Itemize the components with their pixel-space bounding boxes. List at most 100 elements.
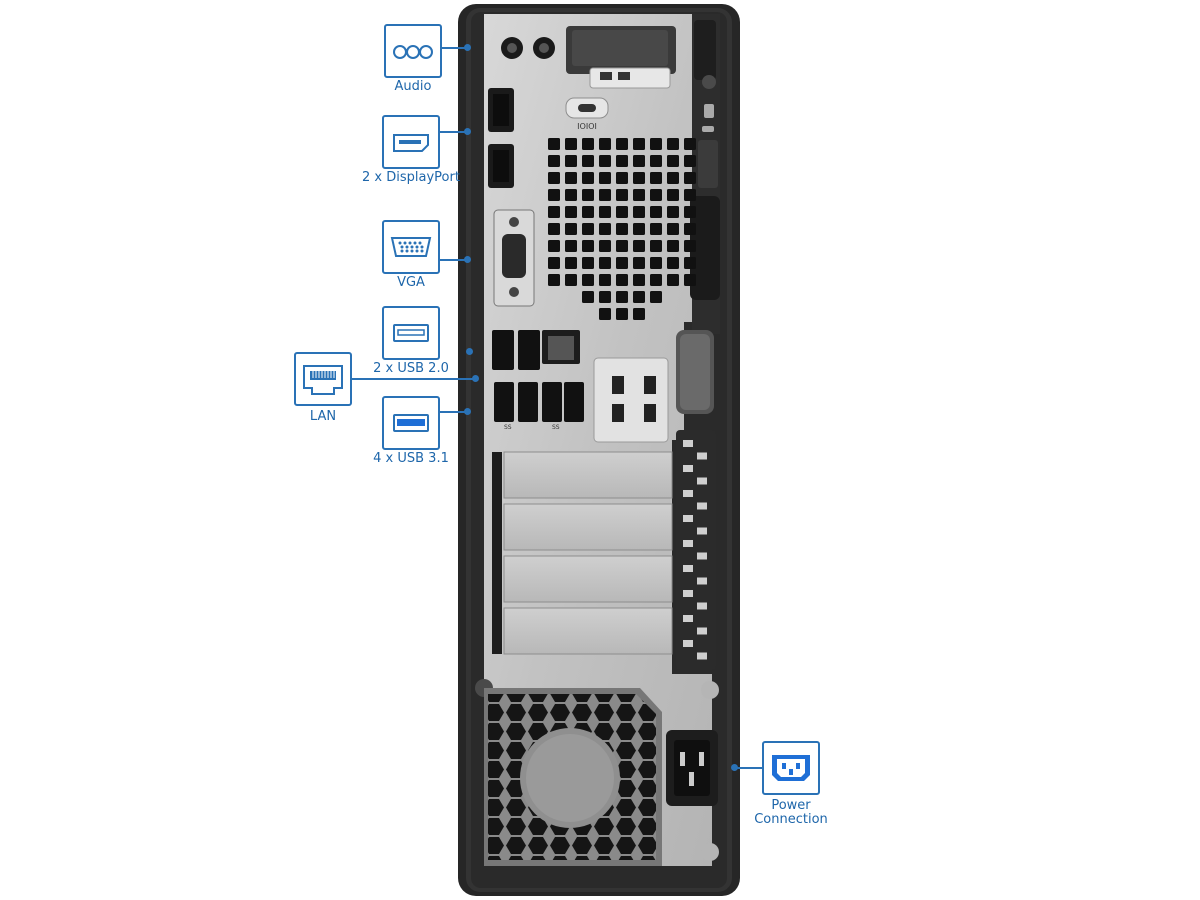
vent-hole bbox=[616, 240, 628, 252]
vent-hole bbox=[667, 206, 679, 218]
callout-displayport: 2 x DisplayPort bbox=[362, 115, 460, 187]
callout-power: Power Connection bbox=[754, 741, 828, 831]
vent-hole bbox=[616, 308, 628, 320]
power-label-line2: Connection bbox=[754, 812, 828, 827]
vent-hole bbox=[667, 189, 679, 201]
vent-grid bbox=[548, 138, 696, 320]
usb3-mark: SS bbox=[552, 424, 560, 431]
vent-hole bbox=[667, 172, 679, 184]
vent-hole bbox=[684, 274, 696, 286]
vent-hole bbox=[684, 138, 696, 150]
retention-notch bbox=[683, 565, 693, 572]
vent-hole bbox=[565, 240, 577, 252]
vent-hole bbox=[633, 274, 645, 286]
vent-hole bbox=[582, 138, 594, 150]
vent-hole bbox=[599, 274, 611, 286]
vent-hole bbox=[616, 257, 628, 269]
retention-notch bbox=[683, 465, 693, 472]
vent-hole bbox=[633, 223, 645, 235]
vent-hole bbox=[650, 206, 662, 218]
displayport-icon bbox=[393, 134, 429, 152]
vent-hole bbox=[667, 138, 679, 150]
usb3-label: 4 x USB 3.1 bbox=[373, 451, 449, 466]
vent-hole bbox=[582, 172, 594, 184]
vent-hole bbox=[633, 308, 645, 320]
side-handle bbox=[690, 196, 720, 300]
usb3-port bbox=[494, 382, 514, 422]
vent-hole bbox=[582, 291, 594, 303]
vent-hole bbox=[599, 308, 611, 320]
retention-notch bbox=[697, 627, 707, 635]
vent-hole bbox=[565, 138, 577, 150]
retention-notch bbox=[697, 602, 707, 610]
vent-hole bbox=[582, 274, 594, 286]
vent-hole bbox=[650, 138, 662, 150]
vent-hole bbox=[684, 240, 696, 252]
callout-usb3: 4 x USB 3.1 bbox=[373, 396, 449, 468]
screw bbox=[701, 843, 719, 861]
vent-hole bbox=[582, 206, 594, 218]
retention-notch bbox=[697, 502, 707, 510]
ethernet-port-icon bbox=[303, 365, 343, 395]
vent-hole bbox=[582, 223, 594, 235]
vent-hole bbox=[565, 223, 577, 235]
usb2-label: 2 x USB 2.0 bbox=[373, 361, 449, 376]
callout-audio: Audio bbox=[384, 24, 442, 96]
retention-notch bbox=[697, 527, 707, 535]
vent-hole bbox=[582, 257, 594, 269]
retention-notch bbox=[683, 440, 693, 447]
io-mark: IOIOI bbox=[577, 121, 597, 130]
retention-notch bbox=[697, 577, 707, 585]
vent-hole bbox=[650, 189, 662, 201]
vent-hole bbox=[650, 155, 662, 167]
retention-notch bbox=[683, 615, 693, 622]
retention-notch bbox=[683, 515, 693, 522]
audio-label: Audio bbox=[394, 79, 432, 94]
vent-hole bbox=[616, 138, 628, 150]
vent-hole bbox=[650, 223, 662, 235]
vent-hole bbox=[684, 257, 696, 269]
usb3-mark: SS bbox=[504, 424, 512, 431]
vent-hole bbox=[599, 240, 611, 252]
vent-hole bbox=[548, 223, 560, 235]
vent-hole bbox=[616, 155, 628, 167]
callout-lan: LAN bbox=[294, 352, 352, 424]
screw bbox=[701, 681, 719, 699]
vent-hole bbox=[650, 172, 662, 184]
audio-jacks-icon bbox=[393, 45, 433, 59]
vent-hole bbox=[616, 223, 628, 235]
vent-hole bbox=[565, 257, 577, 269]
vent-hole bbox=[599, 172, 611, 184]
vent-hole bbox=[616, 189, 628, 201]
vent-hole bbox=[667, 223, 679, 235]
vent-hole bbox=[599, 138, 611, 150]
retention-notch bbox=[683, 590, 693, 597]
vent-hole bbox=[599, 155, 611, 167]
vent-hole bbox=[548, 155, 560, 167]
vent-hole bbox=[565, 155, 577, 167]
retention-notch bbox=[683, 490, 693, 497]
vent-hole bbox=[565, 189, 577, 201]
vent-hole bbox=[650, 274, 662, 286]
vent-hole bbox=[599, 291, 611, 303]
screw bbox=[702, 75, 716, 89]
lan-label: LAN bbox=[309, 409, 337, 424]
usb-port-icon bbox=[393, 324, 429, 342]
vent-hole bbox=[548, 138, 560, 150]
retention-notch bbox=[697, 477, 707, 485]
vent-hole bbox=[599, 223, 611, 235]
power-socket-icon bbox=[772, 755, 810, 781]
vent-hole bbox=[565, 172, 577, 184]
usb2-port bbox=[518, 330, 540, 370]
retention-notch bbox=[683, 640, 693, 647]
power-label-line1: Power bbox=[771, 798, 811, 813]
vent-hole bbox=[633, 257, 645, 269]
vent-hole bbox=[633, 189, 645, 201]
vent-hole bbox=[616, 291, 628, 303]
vent-hole bbox=[667, 257, 679, 269]
displayport-label: 2 x DisplayPort bbox=[362, 170, 460, 185]
retention-notch bbox=[697, 452, 707, 460]
vent-hole bbox=[684, 155, 696, 167]
vent-hole bbox=[616, 172, 628, 184]
